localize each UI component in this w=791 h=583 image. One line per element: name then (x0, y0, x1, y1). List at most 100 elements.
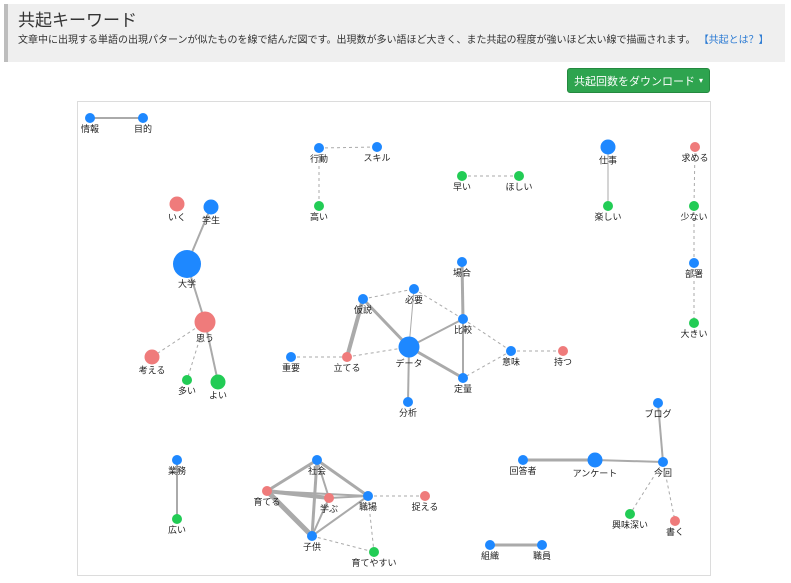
keyword-node[interactable] (514, 171, 524, 181)
keyword-node[interactable] (689, 318, 699, 328)
cooccurrence-edge (362, 288, 415, 300)
keyword-label: 楽しい (594, 211, 621, 223)
cooccurrence-edge (318, 146, 378, 149)
page-header: 共起キーワード 文章中に出現する単語の出現パターンが似たものを線で結んだ図です。… (4, 4, 785, 62)
keyword-label: 子供 (303, 541, 321, 553)
keyword-node[interactable] (689, 201, 699, 211)
keyword-label: 比較 (454, 324, 472, 336)
keyword-label: 意味 (502, 356, 520, 368)
cooccurrence-edge (316, 458, 369, 498)
keyword-label: 学ぶ (320, 503, 338, 515)
keyword-node[interactable] (625, 509, 635, 519)
keyword-node[interactable] (457, 257, 467, 267)
keyword-node[interactable] (182, 375, 192, 385)
keyword-node[interactable] (210, 374, 226, 390)
keyword-label: 立てる (333, 362, 360, 374)
keyword-node[interactable] (403, 397, 413, 407)
keyword-node[interactable] (658, 457, 668, 467)
keyword-node[interactable] (172, 514, 182, 524)
keyword-label: 重要 (282, 362, 300, 374)
keyword-label: アンケート (573, 469, 618, 480)
download-button-label: 共起回数をダウンロード (573, 74, 695, 88)
cooccurrence-edge (186, 321, 206, 381)
cooccurrence-edge (151, 321, 206, 358)
keyword-label: 場合 (453, 267, 471, 279)
cooccurrence-edge (693, 146, 696, 207)
cooccurrence-edge (265, 489, 314, 538)
keyword-node[interactable] (458, 314, 468, 324)
keyword-node[interactable] (537, 540, 547, 550)
keyword-node[interactable] (262, 486, 272, 496)
cooccurrence-edge (311, 497, 330, 537)
help-link[interactable]: 【共起とは？】 (698, 35, 769, 46)
keyword-label: 今回 (654, 467, 672, 479)
page-description: 文章中に出現する単語の出現パターンが似たものを線で結んだ図です。出現数が多い語ほ… (18, 34, 775, 48)
keyword-label: スキル (363, 154, 390, 164)
keyword-node[interactable] (314, 143, 324, 153)
keyword-label: 多い (178, 385, 196, 397)
page-title: 共起キーワード (18, 11, 137, 31)
keyword-node[interactable] (324, 493, 334, 503)
keyword-node[interactable] (506, 346, 516, 356)
cooccurrence-network-panel: 情報目的行動スキル高い早いほしい仕事楽しい求める少ない部署大きいいく学生大学思う… (77, 101, 711, 576)
keyword-node[interactable] (358, 294, 368, 304)
keyword-node[interactable] (558, 346, 568, 356)
keyword-node[interactable] (485, 540, 495, 550)
keyword-node[interactable] (603, 201, 613, 211)
cooccurrence-edge (316, 459, 330, 499)
keyword-label: 考える (139, 366, 166, 377)
keyword-label: 持つ (554, 356, 572, 368)
keyword-node[interactable] (398, 336, 420, 358)
keyword-label: 興味深い (612, 519, 648, 531)
keyword-node[interactable] (369, 547, 379, 557)
download-cooccurrence-button[interactable]: 共起回数をダウンロード ▾ (567, 68, 710, 93)
keyword-label: よい (209, 391, 227, 402)
keyword-node[interactable] (409, 284, 419, 294)
keyword-label: 組織 (481, 550, 499, 562)
description-text: 文章中に出現する単語の出現パターンが似たものを線で結んだ図です。出現数が多い語ほ… (18, 35, 696, 46)
keyword-node[interactable] (342, 352, 352, 362)
keyword-node[interactable] (587, 452, 603, 468)
keyword-node[interactable] (518, 455, 528, 465)
keyword-node[interactable] (307, 531, 317, 541)
keyword-node[interactable] (169, 196, 185, 212)
cooccurrence-edge (266, 458, 318, 493)
keyword-label: 広い (168, 524, 186, 536)
keyword-node[interactable] (173, 250, 201, 278)
cooccurrence-edge (462, 318, 512, 352)
chevron-down-icon: ▾ (698, 76, 703, 85)
keyword-label: 捉える (412, 501, 439, 513)
keyword-node[interactable] (653, 398, 663, 408)
keyword-node[interactable] (690, 142, 700, 152)
keyword-node[interactable] (138, 113, 148, 123)
keyword-label: 育てやすい (351, 557, 396, 569)
cooccurrence-network-graph[interactable]: 情報目的行動スキル高い早いほしい仕事楽しい求める少ない部署大きいいく学生大学思う… (78, 102, 712, 577)
keyword-node[interactable] (600, 139, 616, 155)
keyword-node[interactable] (194, 311, 216, 333)
keyword-node[interactable] (286, 352, 296, 362)
cooccurrence-edge (361, 297, 411, 349)
keyword-node[interactable] (312, 455, 322, 465)
keyword-node[interactable] (670, 516, 680, 526)
keyword-node[interactable] (457, 171, 467, 181)
keyword-node[interactable] (203, 199, 219, 215)
keyword-node[interactable] (420, 491, 430, 501)
cooccurrence-edge (311, 495, 369, 537)
keyword-label: 目的 (134, 123, 152, 135)
keyword-label: 業務 (168, 465, 186, 477)
keyword-node[interactable] (144, 349, 160, 365)
keyword-label: 高い (310, 211, 328, 223)
keyword-label: 学生 (202, 215, 220, 227)
cooccurrence-edge (311, 535, 375, 553)
keyword-node[interactable] (458, 373, 468, 383)
keyword-label: 部署 (685, 268, 703, 280)
keyword-node[interactable] (172, 455, 182, 465)
keyword-node[interactable] (314, 201, 324, 211)
keyword-node[interactable] (372, 142, 382, 152)
keyword-node[interactable] (689, 258, 699, 268)
cooccurrence-edge (266, 490, 369, 497)
keyword-node[interactable] (85, 113, 95, 123)
keyword-node[interactable] (363, 491, 373, 501)
keyword-label: 回答者 (509, 465, 536, 477)
cooccurrence-edge (662, 461, 676, 522)
